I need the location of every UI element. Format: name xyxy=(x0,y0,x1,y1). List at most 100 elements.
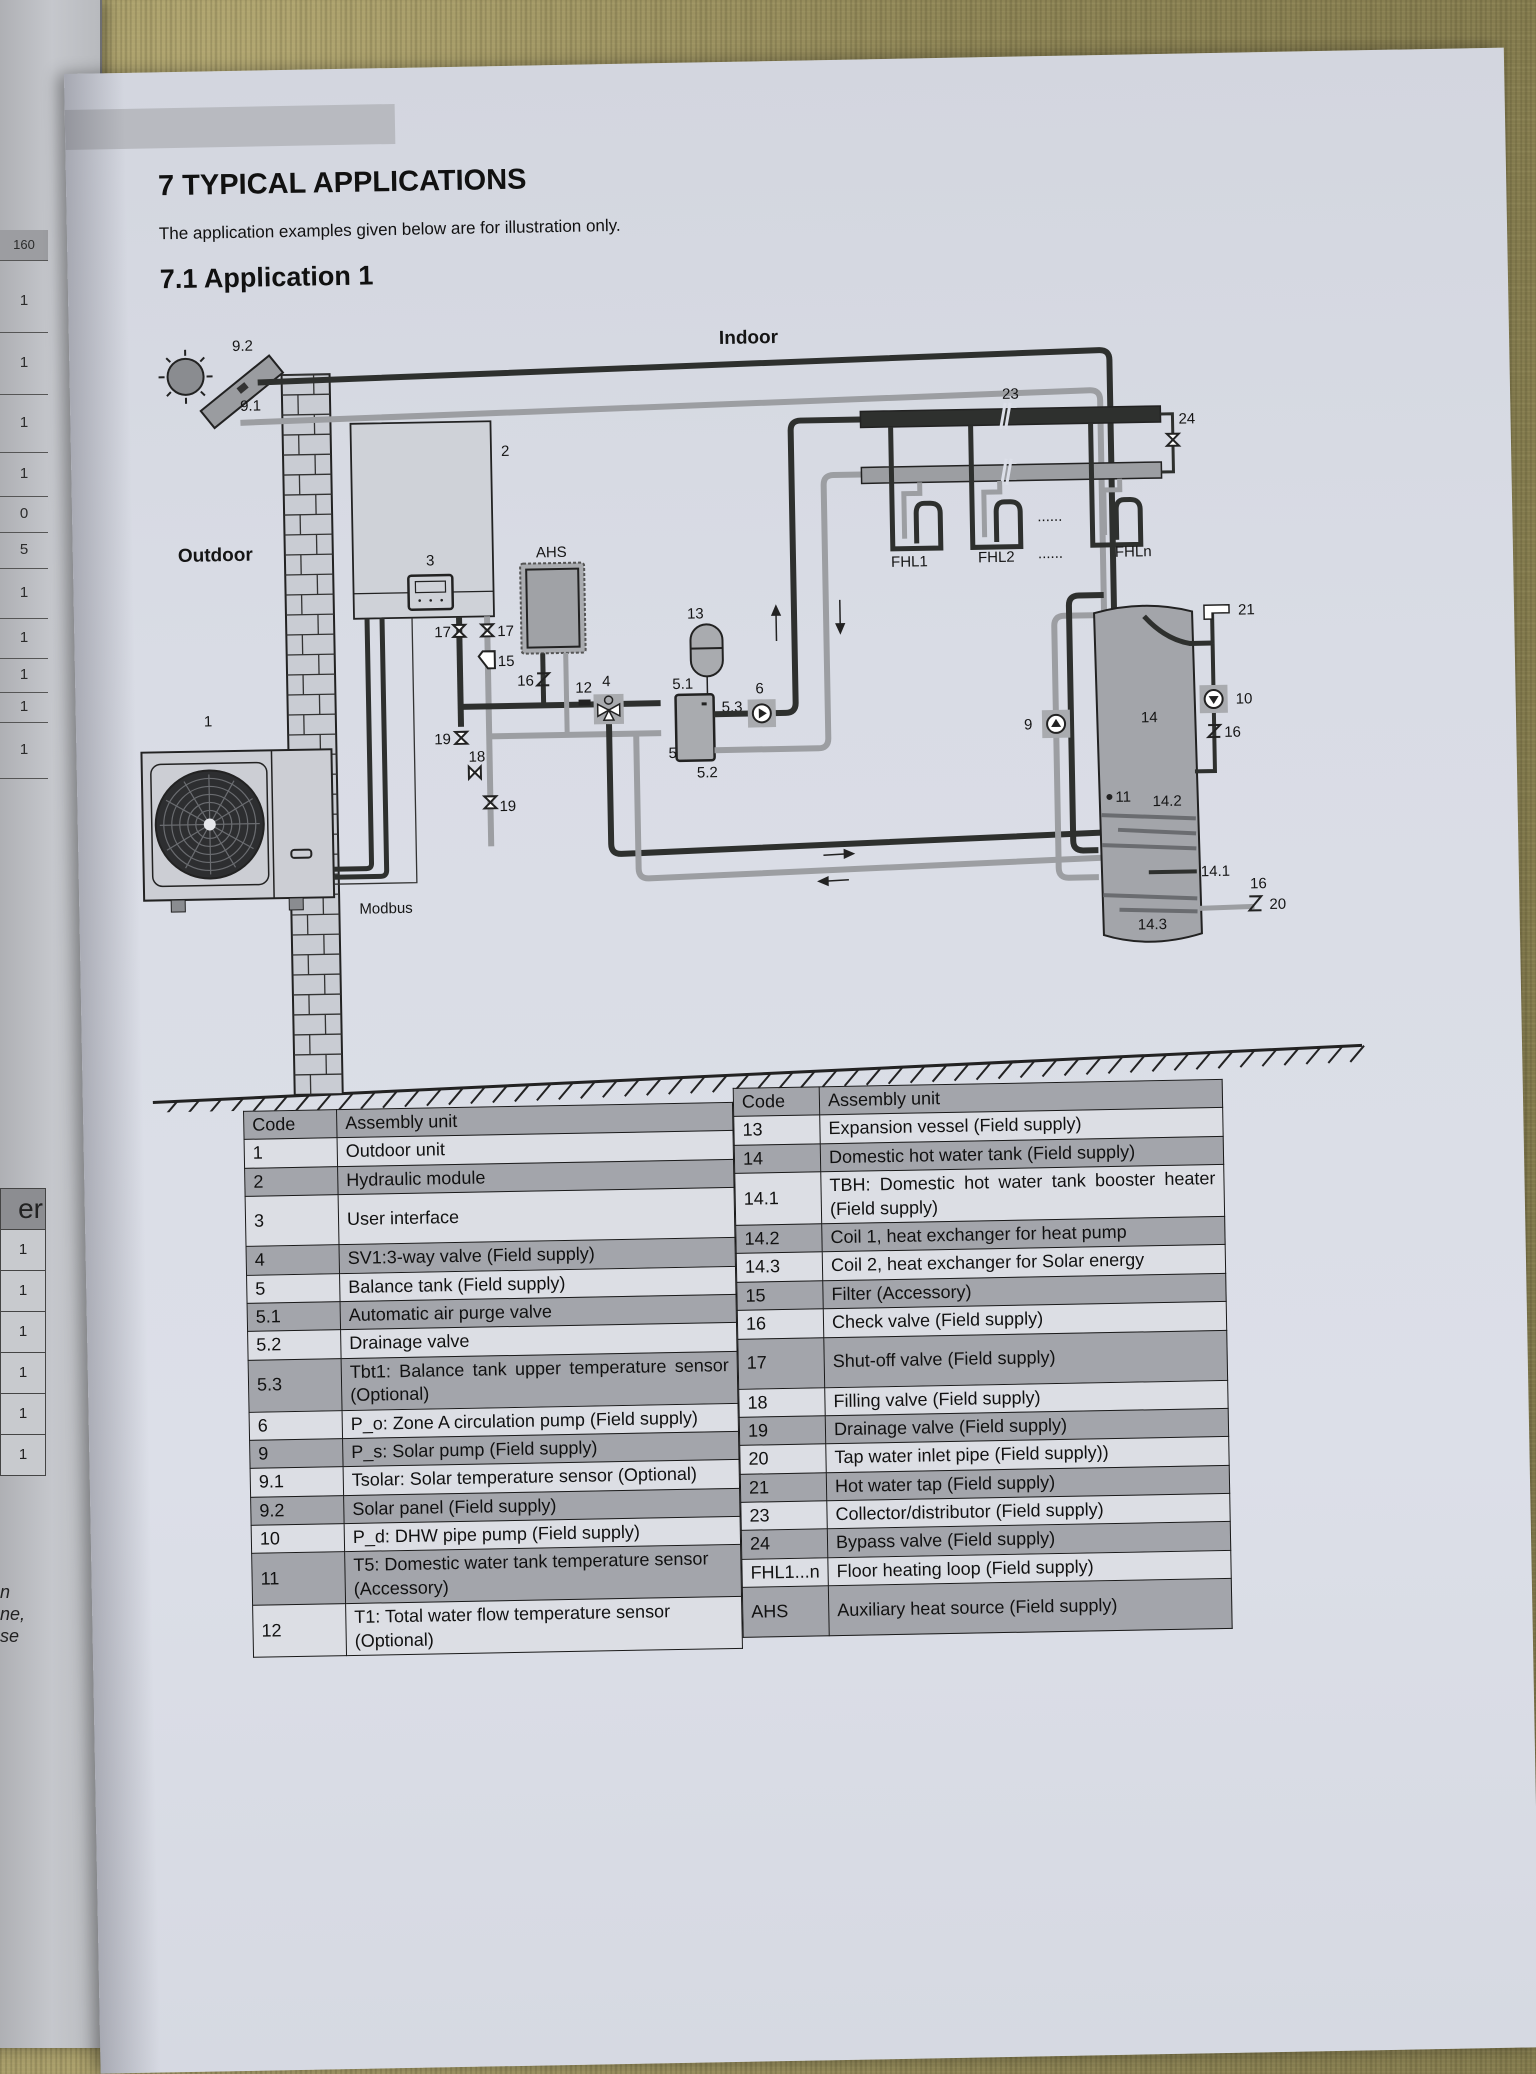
callout-5-1: 5.1 xyxy=(672,676,693,693)
row-code: AHS xyxy=(742,1586,829,1638)
underlying-cell: 0 xyxy=(0,496,48,533)
ellipsis: ...... xyxy=(1037,508,1062,525)
callout-3: 3 xyxy=(426,552,435,569)
ellipsis: ...... xyxy=(1038,545,1063,562)
solar-panel xyxy=(200,355,284,428)
underlying-row: 1 xyxy=(1,1393,45,1434)
brick-wall xyxy=(282,374,343,1095)
t1-sensor xyxy=(579,699,591,705)
callout-11: 11 xyxy=(1115,789,1131,806)
outdoor-unit xyxy=(141,749,334,912)
underlying-cell: 1 xyxy=(0,270,48,333)
application-diagram: 9.2 9.1 Indoor Outdoor 2 3 xyxy=(98,290,1412,1114)
row-code: 21 xyxy=(740,1472,827,1502)
bypass-valve-icon xyxy=(1167,434,1179,446)
underlying-cell: 1 xyxy=(0,722,48,779)
callout-9: 9 xyxy=(1024,716,1033,733)
header-code: Code xyxy=(244,1110,338,1140)
floor-heating-loop xyxy=(971,425,1021,548)
sun-icon xyxy=(158,349,213,404)
row-code: 16 xyxy=(737,1309,824,1339)
tap-water-inlet-pipe xyxy=(1199,906,1254,908)
callout-9-1: 9.1 xyxy=(240,397,261,414)
row-assembly-unit: Tbt1: Balance tank upper temperature sen… xyxy=(341,1351,738,1410)
callout-17: 17 xyxy=(434,624,451,641)
callout-16: 16 xyxy=(517,672,534,689)
underlying-row: 1 xyxy=(1,1229,45,1270)
callout-ahs: AHS xyxy=(536,544,567,562)
row-code: 11 xyxy=(252,1552,346,1605)
three-way-valve xyxy=(593,694,624,725)
callout-9-2: 9.2 xyxy=(232,338,253,355)
row-assembly-unit: TBH: Domestic hot water tank booster hea… xyxy=(821,1165,1225,1224)
callout-6: 6 xyxy=(755,680,764,697)
row-assembly-unit: T1: Total water flow temperature sensor … xyxy=(346,1597,743,1656)
row-code: 9 xyxy=(250,1439,344,1469)
outdoor-label: Outdoor xyxy=(178,545,254,567)
callout-5: 5 xyxy=(668,745,677,762)
row-assembly-unit: User interface xyxy=(338,1188,735,1245)
row-code: 18 xyxy=(739,1387,826,1417)
underlying-text: se xyxy=(0,1626,19,1647)
row-code: 10 xyxy=(251,1524,345,1554)
fhl1-label: FHL1 xyxy=(891,553,928,571)
underlying-cell: 160 xyxy=(0,230,48,261)
callout-5-2: 5.2 xyxy=(697,764,718,781)
underlying-table: er 1 1 1 1 1 1 xyxy=(0,1188,46,1476)
hot-water-tap-icon xyxy=(1204,605,1229,619)
check-valve-icon xyxy=(1249,896,1261,910)
callout-14: 14 xyxy=(1141,709,1158,726)
underlying-row: 1 xyxy=(1,1352,45,1393)
row-code: 23 xyxy=(741,1501,828,1531)
dhw-tank xyxy=(1094,605,1218,943)
row-code: 24 xyxy=(741,1529,828,1559)
row-code: 15 xyxy=(737,1281,824,1311)
filter-icon xyxy=(479,651,495,668)
row-code: 4 xyxy=(246,1245,340,1275)
shut-off-valve-icon xyxy=(481,624,493,636)
callout-14-2: 14.2 xyxy=(1152,793,1182,811)
callout-24: 24 xyxy=(1178,410,1195,427)
underlying-text: n xyxy=(0,1582,10,1603)
callout-14-3: 14.3 xyxy=(1138,916,1168,934)
floor-heating-loop xyxy=(891,426,941,549)
row-code: 9.2 xyxy=(251,1495,345,1525)
row-code: 5.3 xyxy=(248,1358,342,1411)
underlying-row: 1 xyxy=(1,1434,45,1475)
fhl2-label: FHL2 xyxy=(978,549,1015,567)
row-assembly-unit: Shut-off valve (Field supply) xyxy=(824,1330,1228,1387)
drainage-valve-icon xyxy=(455,732,467,744)
subsection-title: 7.1 Application 1 xyxy=(160,260,374,295)
drainage-valve-icon xyxy=(484,796,496,808)
underlying-cell: 5 xyxy=(0,532,48,569)
underlying-row: 1 xyxy=(1,1311,45,1352)
underlying-text: ne, xyxy=(0,1604,25,1625)
fhln-label: FHLn xyxy=(1115,543,1152,561)
underlying-cell: 1 xyxy=(0,618,48,659)
indoor-label: Indoor xyxy=(719,327,779,349)
row-code: 5.1 xyxy=(247,1302,341,1332)
underlying-row: 1 xyxy=(1,1270,45,1311)
balance-tank xyxy=(675,694,714,761)
manual-page: 7 TYPICAL APPLICATIONS The application e… xyxy=(64,48,1536,2074)
row-code: 6 xyxy=(249,1410,343,1440)
callout-17: 17 xyxy=(497,623,514,640)
filling-valve-icon xyxy=(469,766,481,778)
callout-10: 10 xyxy=(1235,690,1252,707)
underlying-cell: 1 xyxy=(0,568,48,619)
auxiliary-heat-source xyxy=(520,563,586,654)
callout-21: 21 xyxy=(1238,601,1255,618)
row-assembly-unit: T5: Domestic water tank temperature sens… xyxy=(345,1545,742,1604)
callout-20: 20 xyxy=(1269,896,1286,913)
circulation-pump-icon xyxy=(748,699,777,728)
pipe-supply-main xyxy=(461,703,661,707)
callout-13: 13 xyxy=(687,605,704,622)
dhw-pump-icon xyxy=(1199,685,1228,714)
